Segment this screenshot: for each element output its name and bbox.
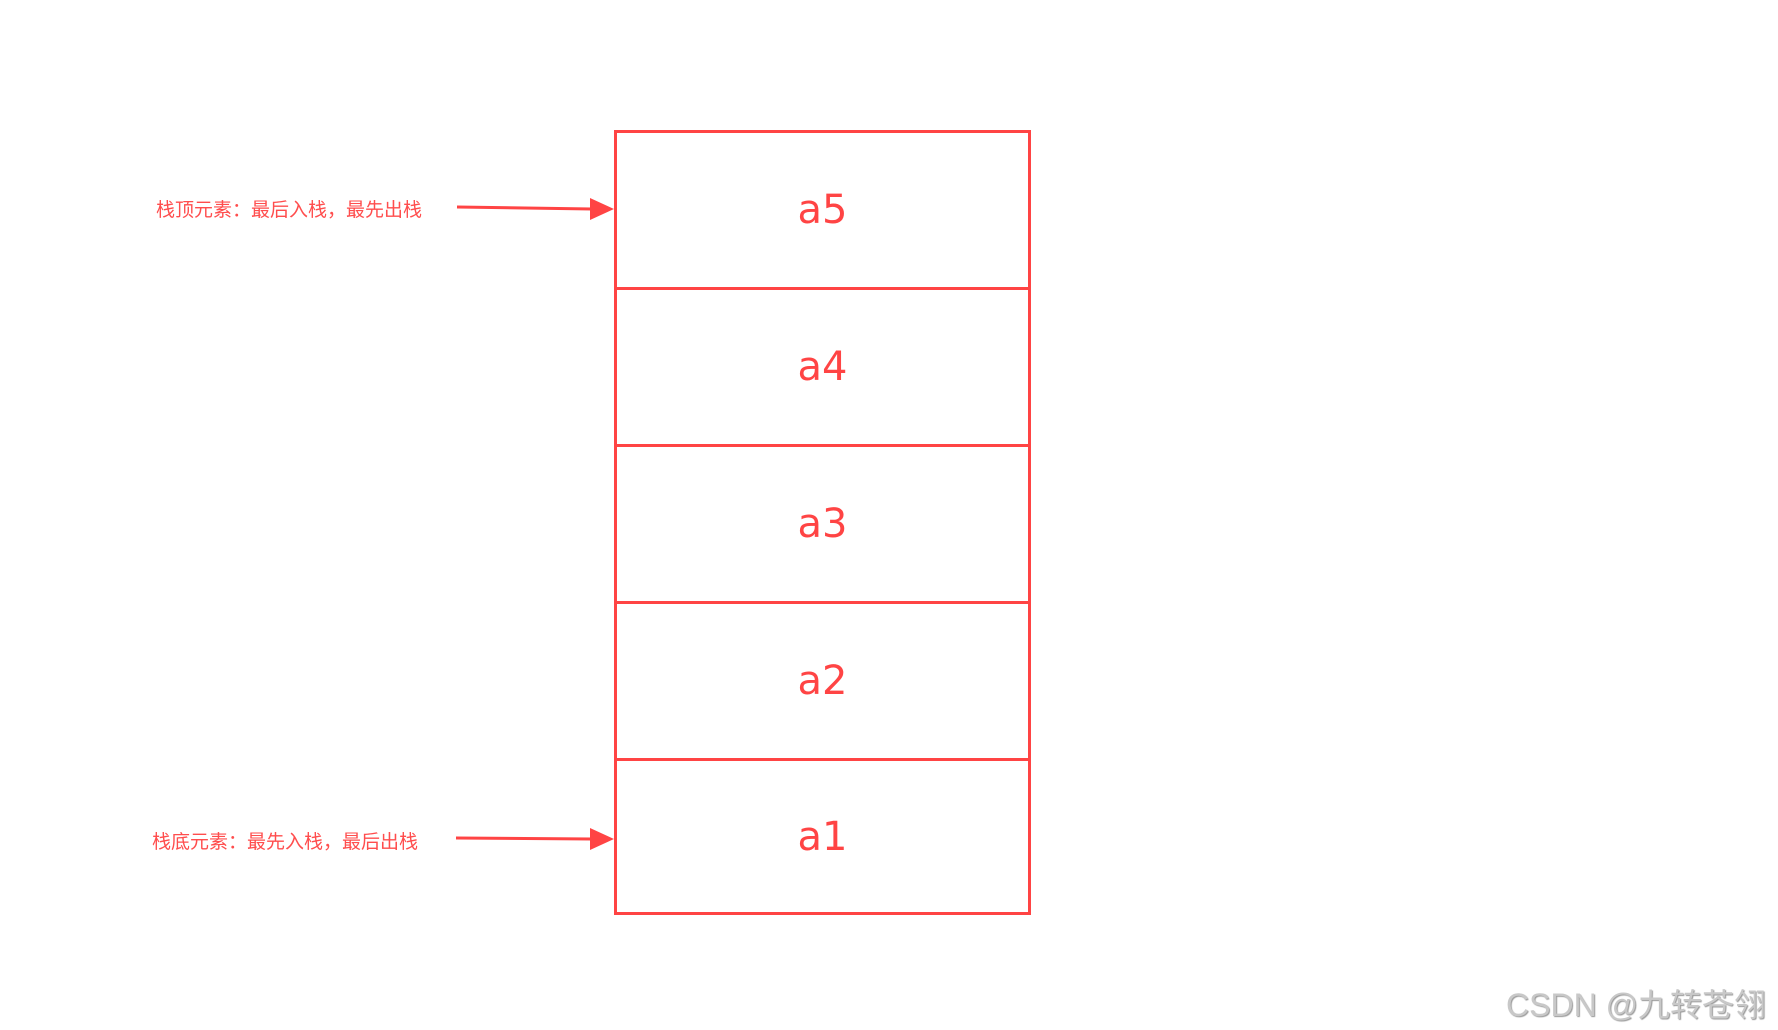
stack-cell-a2: a2 [614, 601, 1031, 761]
cell-label: a4 [797, 344, 848, 390]
top-arrow-line [456, 205, 593, 211]
watermark: CSDN @九转苍翎 [1506, 987, 1767, 1023]
stack-cell-a1: a1 [614, 758, 1031, 915]
cell-label: a1 [797, 813, 848, 860]
top-arrow-head [590, 198, 614, 220]
stack-cell-a5: a5 [614, 130, 1031, 290]
cell-label: a2 [797, 658, 848, 704]
stack-cell-a4: a4 [614, 287, 1031, 447]
stack-bottom-annotation: 栈底元素：最先入栈，最后出栈 [152, 831, 419, 853]
stack-cell-a3: a3 [614, 444, 1031, 604]
bottom-arrow-head [590, 828, 614, 850]
cell-label: a3 [797, 501, 848, 547]
stack-top-annotation: 栈顶元素：最后入栈，最先出栈 [156, 199, 423, 221]
bottom-arrow-line [455, 836, 593, 841]
cell-label: a5 [797, 187, 848, 233]
